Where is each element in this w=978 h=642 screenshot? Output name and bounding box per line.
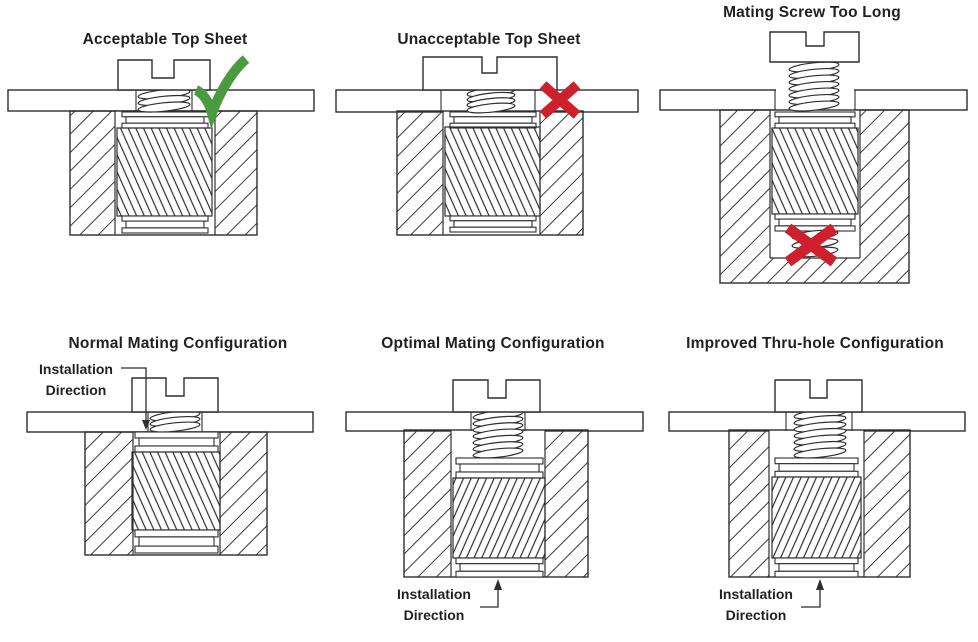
panel-unacceptable-drawing [335, 56, 639, 236]
insert-bottom-flange [449, 215, 537, 233]
insert-bottom-flange [774, 557, 859, 578]
x-icon [784, 223, 838, 267]
panel-improved-thru-hole-drawing [668, 379, 966, 608]
annotation-line1: Installation [397, 586, 471, 602]
check-icon [193, 55, 250, 130]
arrow-up-icon [494, 579, 502, 590]
insert-knurl-body [131, 451, 221, 531]
screw-shank-threads [788, 61, 840, 112]
panel-optimal-mating-drawing [345, 379, 644, 608]
annotation-line2: Direction [403, 607, 465, 623]
screw-threads [472, 409, 524, 459]
insert-top-flange [449, 111, 537, 129]
arrow-down-icon [142, 420, 150, 430]
annotation-line1: Installation [719, 586, 793, 602]
insert-bottom-flange [134, 529, 219, 554]
panel-title-normal-mating: Normal Mating Configuration [68, 335, 288, 352]
screw-head [117, 59, 211, 91]
insert-knurl-body [444, 126, 541, 217]
annotation-line2: Direction [45, 382, 107, 398]
screw-head [774, 379, 863, 413]
insert-top-flange [774, 111, 856, 129]
screw-threads [149, 410, 201, 433]
installation-direction-leader [801, 579, 824, 608]
installation-direction-label-optimal: Installation Direction [384, 584, 484, 626]
screw-threads [137, 88, 191, 113]
insert-knurl-body [771, 127, 859, 215]
insert-knurl-body [771, 476, 862, 559]
insert-knurl-body [116, 127, 213, 217]
insert-knurl-body [452, 477, 546, 559]
installation-direction-leader [480, 579, 502, 608]
insert-bottom-flange [774, 213, 856, 232]
panel-acceptable-drawing [7, 55, 315, 236]
panel-title-optimal-mating: Optimal Mating Configuration [381, 335, 605, 352]
x-icon [539, 81, 581, 119]
panel-title-improved-thru-hole: Improved Thru-hole Configuration [686, 335, 944, 352]
screw-head [452, 379, 541, 413]
screw-head [769, 31, 860, 63]
arrow-up-icon [816, 579, 824, 590]
panel-title-mating-screw-too-long: Mating Screw Too Long [723, 4, 901, 21]
insert-bottom-flange [455, 557, 544, 578]
screw-head [422, 56, 558, 91]
insert-top-flange [134, 431, 219, 453]
panel-title-unacceptable-top-sheet: Unacceptable Top Sheet [397, 31, 581, 48]
annotation-line2: Direction [725, 607, 787, 623]
insert-top-flange [455, 457, 544, 479]
insert-top-flange [774, 457, 859, 478]
screw-threads [793, 408, 847, 459]
panel-title-acceptable-top-sheet: Acceptable Top Sheet [82, 31, 248, 48]
screw-head [131, 377, 219, 413]
panel-screw-too-long-drawing [659, 31, 968, 284]
installation-direction-label-thru-hole: Installation Direction [706, 584, 806, 626]
installation-direction-leader [121, 367, 150, 430]
installation-direction-label-normal: Installation Direction [24, 359, 128, 401]
insert-top-flange [121, 111, 209, 129]
annotation-line1: Installation [39, 361, 113, 377]
panel-normal-mating-drawing [26, 367, 314, 556]
insert-bottom-flange [121, 215, 209, 234]
